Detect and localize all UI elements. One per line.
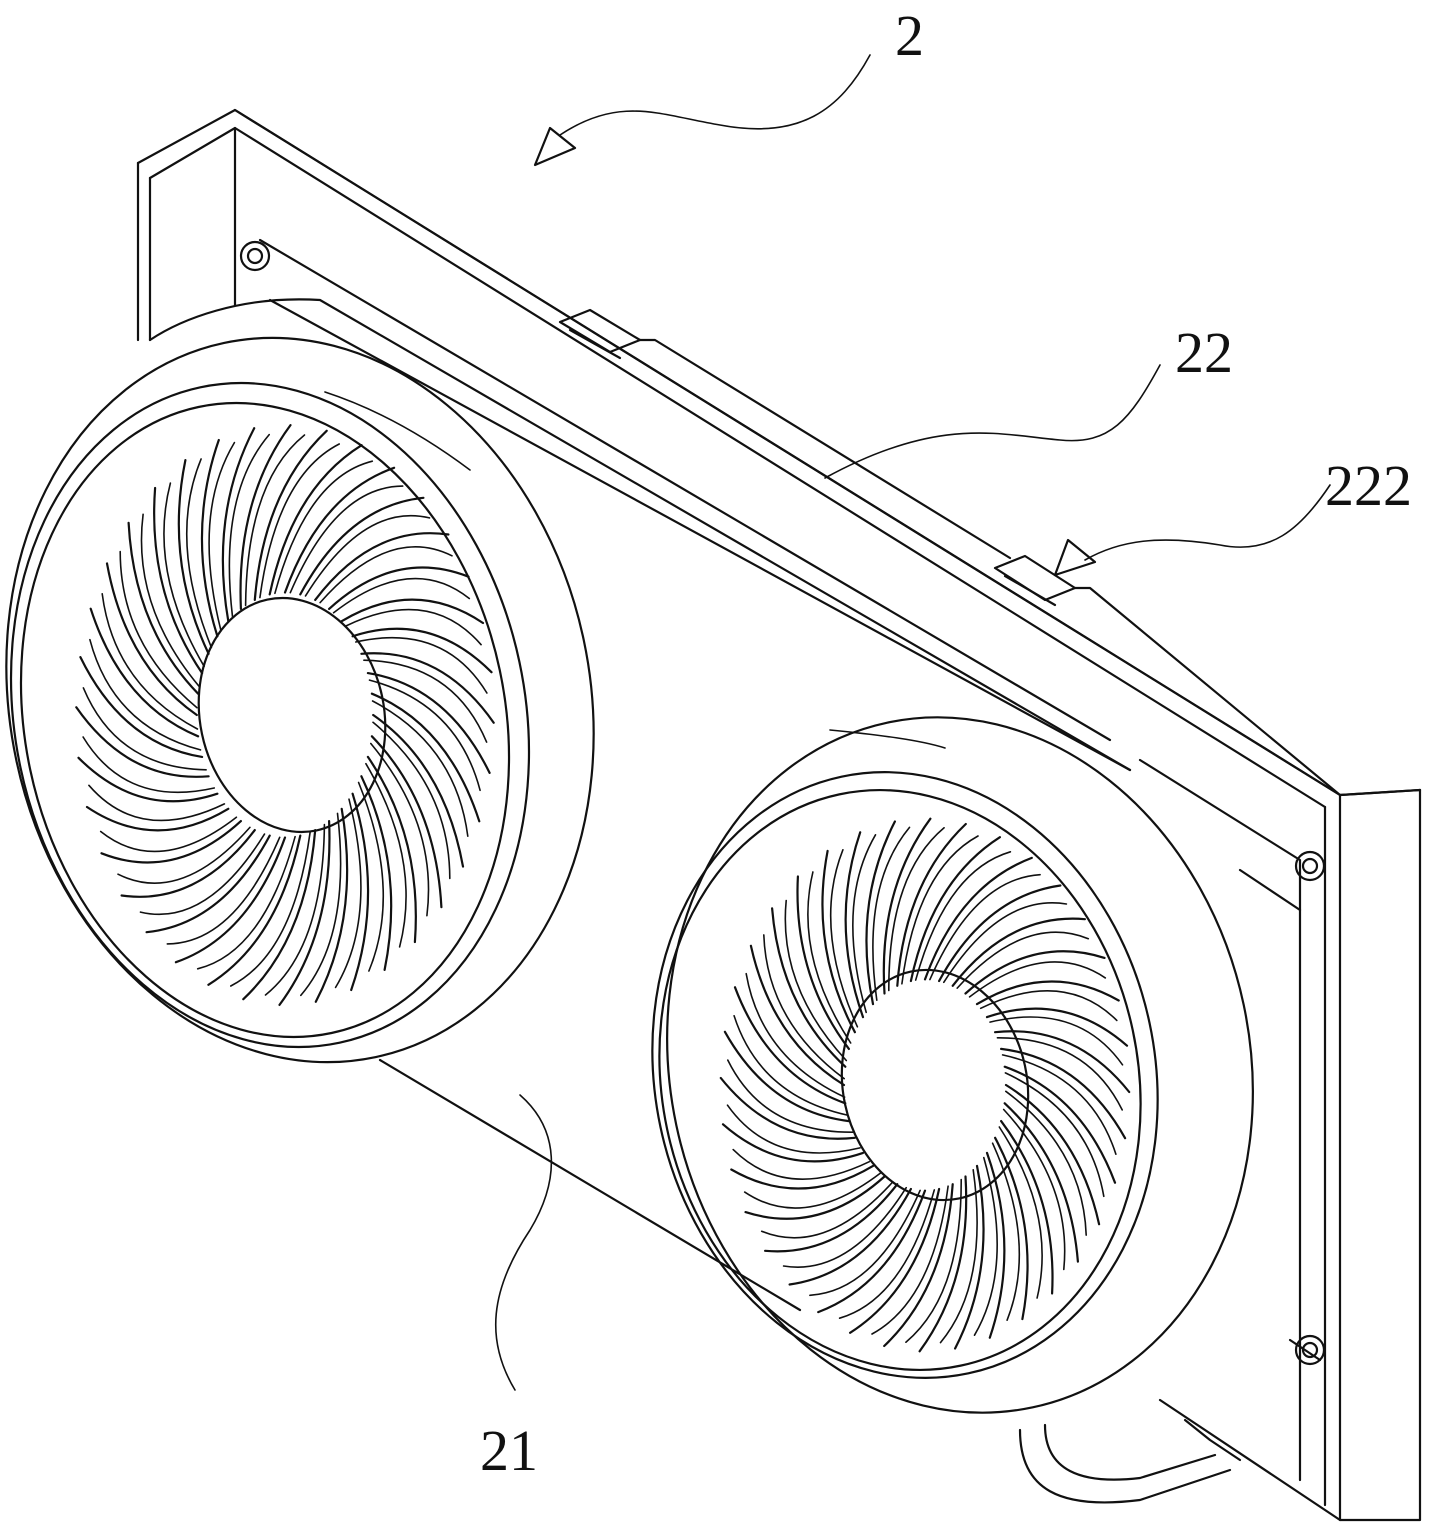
leader-21 [496,1095,552,1390]
fan-blade-edge [334,579,470,613]
fan-blade-edge [784,1188,907,1267]
fan-blade [270,445,362,594]
fan-blade-edge [872,1186,948,1334]
label-2: 2 [895,3,924,68]
arrow-2-icon [535,128,575,165]
fan-blade-edge [981,991,1117,1021]
fan-blade-edge [301,813,341,995]
fan-blade-edge [785,901,846,1061]
fan-blade-edge [902,836,978,984]
fan-blade [966,951,1105,993]
fan-blade [361,653,493,722]
fan-blade [866,822,894,1005]
fan-blade [822,851,854,1032]
label-222: 222 [1325,453,1412,518]
fan-blade-edge [356,638,487,693]
fan-blade-edge [90,640,201,750]
fan-blade-edge [733,1150,869,1180]
fan-blade [995,1138,1027,1319]
right-fan [597,662,1316,1467]
leader-22 [825,365,1160,478]
fan-blade [372,694,479,822]
fan-blade [80,657,202,757]
fan-blade [223,428,254,621]
label-21: 21 [480,1418,538,1483]
arrow-222-icon [1055,540,1095,575]
left-fan [0,283,660,1118]
fan-blade [955,1166,983,1349]
fan-blade-edge [198,837,295,969]
fan-blade-edge [83,737,214,792]
fan-blade [280,821,330,1005]
fan-blade [995,1031,1129,1092]
fan-blade [255,431,327,600]
fan-blade-edge [944,903,1067,982]
fan-blade [920,1177,967,1352]
fan-blade-edge [728,1105,861,1153]
fan-blade [208,836,300,985]
fan-blade [76,707,208,777]
fan-blade [91,609,198,737]
fan-blade-edge [275,461,372,593]
fan-blade [79,758,218,801]
fan-blade [353,629,492,672]
fan-blade-edge [1004,1110,1065,1270]
fan-blade [987,1009,1127,1046]
fan-blade-edge [853,835,876,1013]
fan-blade-edge [373,701,468,836]
label-22: 22 [1175,320,1233,385]
fan-blade [721,1078,855,1139]
fan-blade-edge [229,435,269,617]
fan-housing [150,299,1130,1310]
fan-blade-edge [975,1158,998,1336]
leader-222 [1085,485,1330,560]
fan-blade [746,1177,885,1219]
fan-blade [241,425,291,609]
fan-blade [316,809,347,1002]
fan-blade [723,1124,863,1161]
leader-2 [560,55,870,135]
leader-lines [496,55,1330,1390]
fan-blade-edge [260,444,339,598]
fan-blade-edge [231,832,310,986]
hole-top-left-icon [241,242,269,270]
fan-blade-edge [187,459,212,648]
fan-blade [243,830,315,999]
fan-blade [884,819,931,994]
fan-blade-edge [1003,1055,1116,1154]
fan-blade-edge [101,817,237,851]
mounting-holes [241,242,1324,1364]
fan-blade-edge [359,783,384,972]
fan-blade-edge [734,1016,847,1115]
fan-blade-edge [102,594,197,729]
